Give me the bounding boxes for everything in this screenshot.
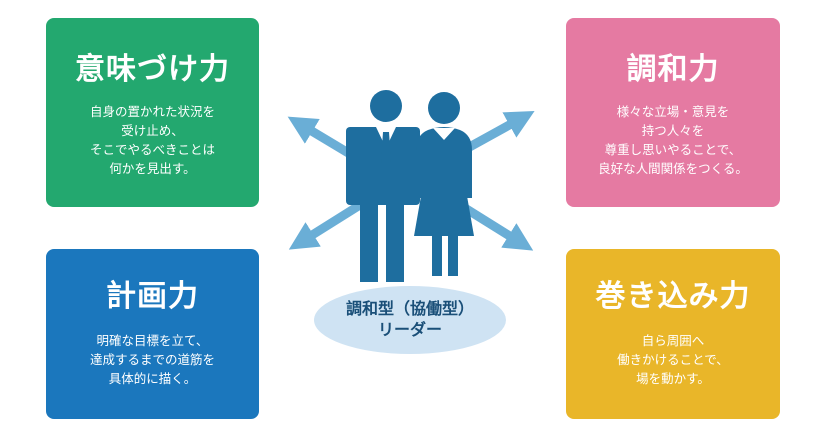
harmony-description: 様々な立場・意見を 持つ人々を 尊重し思いやることで、 良好な人間関係をつくる。 <box>566 102 780 178</box>
woman-figure-icon <box>414 92 474 276</box>
involve-description: 自ら周囲へ 働きかけることで、 場を動かす。 <box>566 331 780 388</box>
harmony-line: 尊重し思いやることで、 <box>604 142 742 157</box>
arrow-bottom-right <box>457 201 534 251</box>
man-figure-icon <box>346 90 420 282</box>
leader-ellipse <box>314 286 506 354</box>
planning-line: 明確な目標を立て、 <box>96 333 209 348</box>
involve-line: 自ら周囲へ <box>641 333 705 348</box>
meaning-card: 意味づけ力 自身の置かれた状況を 受け止め、 そこでやるべきことは 何かを見出す… <box>46 18 259 207</box>
harmony-line: 様々な立場・意見を <box>616 104 730 119</box>
harmony-line: 良好な人間関係をつくる。 <box>598 161 748 176</box>
harmony-card: 調和力 様々な立場・意見を 持つ人々を 尊重し思いやることで、 良好な人間関係を… <box>566 18 780 207</box>
planning-line: 具体的に描く。 <box>108 371 197 386</box>
involve-line: 場を動かす。 <box>636 371 710 386</box>
harmony-title: 調和力 <box>626 52 720 87</box>
involve-line: 働きかけることで、 <box>617 352 729 367</box>
meaning-line: そこでやるべきことは <box>89 142 215 157</box>
meaning-description: 自身の置かれた状況を 受け止め、 そこでやるべきことは 何かを見出す。 <box>46 102 259 178</box>
leader-type-text: 調和型（協働型） <box>345 299 474 318</box>
planning-line: 達成するまでの道筋を <box>89 352 215 367</box>
planning-title: 計画力 <box>106 279 199 314</box>
leader-word-text: リーダー <box>377 320 442 339</box>
involve-title: 巻き込み力 <box>595 279 751 314</box>
planning-card: 計画力 明確な目標を立て、 達成するまでの道筋を 具体的に描く。 <box>46 249 259 419</box>
meaning-line: 何かを見出す。 <box>109 161 196 176</box>
meaning-title: 意味づけ力 <box>75 52 230 87</box>
involve-card: 巻き込み力 自ら周囲へ 働きかけることで、 場を動かす。 <box>566 249 780 419</box>
planning-description: 明確な目標を立て、 達成するまでの道筋を 具体的に描く。 <box>46 331 259 388</box>
harmony-line: 持つ人々を <box>641 123 705 138</box>
meaning-line: 受け止め、 <box>121 123 184 138</box>
leader-label: 調和型（協働型） リーダー <box>312 284 508 356</box>
meaning-line: 自身の置かれた状況を <box>89 104 215 119</box>
arrow-bottom-left <box>288 201 363 250</box>
